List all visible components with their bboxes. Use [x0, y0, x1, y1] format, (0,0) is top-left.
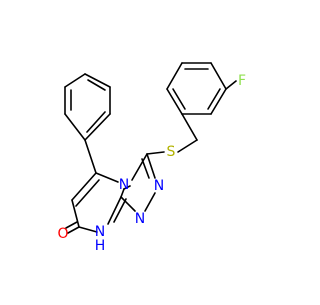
bond [146, 153, 156, 179]
bond [78, 226, 98, 233]
bond [210, 88, 227, 115]
bond [181, 113, 198, 141]
fluorine-label: F [238, 73, 246, 89]
bond [131, 153, 148, 181]
bond [144, 192, 156, 212]
bond [120, 196, 136, 212]
bond [84, 113, 111, 141]
bond-s-c [146, 151, 165, 155]
bond [120, 188, 125, 198]
bond [71, 172, 97, 201]
bond [95, 172, 119, 183]
bond-inner [113, 198, 127, 223]
chemical-structure-diagram: F S N N N N H O [57, 62, 246, 254]
bond [71, 199, 80, 228]
nh-hydrogen-label: H [95, 238, 106, 254]
bond [84, 139, 97, 174]
bond-c-f [225, 80, 237, 90]
triazole-nitrogen-lower-label: N [135, 211, 145, 227]
bond-inner [207, 88, 221, 110]
bond-inner [86, 111, 106, 133]
atom-labels: F S N N N N H O [57, 73, 246, 254]
bond-c-s [177, 139, 198, 153]
nh-nitrogen-label: N [95, 224, 105, 240]
bond [84, 73, 111, 88]
bond [107, 196, 122, 225]
structure-canvas: F S N N N N H O [57, 62, 246, 254]
bond [166, 62, 183, 90]
sulfur-label: S [167, 144, 176, 160]
bond-inner [75, 179, 100, 207]
bond [64, 73, 86, 88]
bond [123, 185, 131, 190]
bond-inner [87, 79, 106, 91]
bond [210, 62, 227, 90]
bridge-nitrogen-label: N [119, 177, 129, 193]
bond-inner [172, 88, 186, 110]
triazole-nitrogen-upper-label: N [154, 178, 164, 194]
bond [166, 88, 183, 115]
oxygen-label: O [57, 226, 68, 242]
bonds [64, 62, 237, 234]
bond [64, 113, 86, 141]
bond-c-o [65, 221, 78, 229]
bond-c-o [67, 226, 80, 234]
